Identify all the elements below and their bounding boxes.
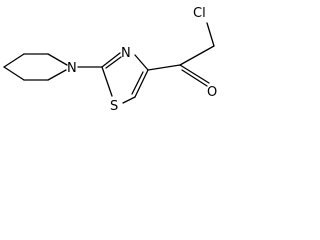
atom-label-ring-n: N xyxy=(67,61,77,76)
atom-label-o: O xyxy=(207,85,217,100)
bond-pip-4 xyxy=(3,66,25,81)
piperidine-ring xyxy=(3,53,68,81)
bond-s1-c2 xyxy=(101,66,113,97)
bond-c4-carbonyl xyxy=(147,64,181,71)
bond-n3-c4 xyxy=(134,54,149,71)
bond-pip-6 xyxy=(47,69,67,81)
bond-carbonyl-ch2 xyxy=(179,45,215,66)
structure-canvas: Cl N N S O xyxy=(0,0,240,135)
bond-pip-3 xyxy=(3,53,25,68)
bond-pip-1 xyxy=(47,53,68,66)
chemical-structure: Cl N N S O xyxy=(3,6,217,114)
bond-c2-n3 xyxy=(101,52,121,68)
bond-c4-c5-double xyxy=(131,71,144,95)
bond-c4-c5 xyxy=(134,69,149,98)
bond-c2-n3-double xyxy=(105,56,122,69)
bond-ch2-cl xyxy=(206,22,215,47)
atom-label-cl: Cl xyxy=(193,6,206,21)
bond-carbonyl-o-double xyxy=(181,69,208,87)
atom-label-thiazole-n: N xyxy=(121,46,131,61)
thiazole-ring xyxy=(101,52,149,104)
atom-label-s: S xyxy=(110,99,118,114)
bond-c5-s1 xyxy=(122,96,136,104)
bond-carbonyl-o xyxy=(179,64,210,84)
